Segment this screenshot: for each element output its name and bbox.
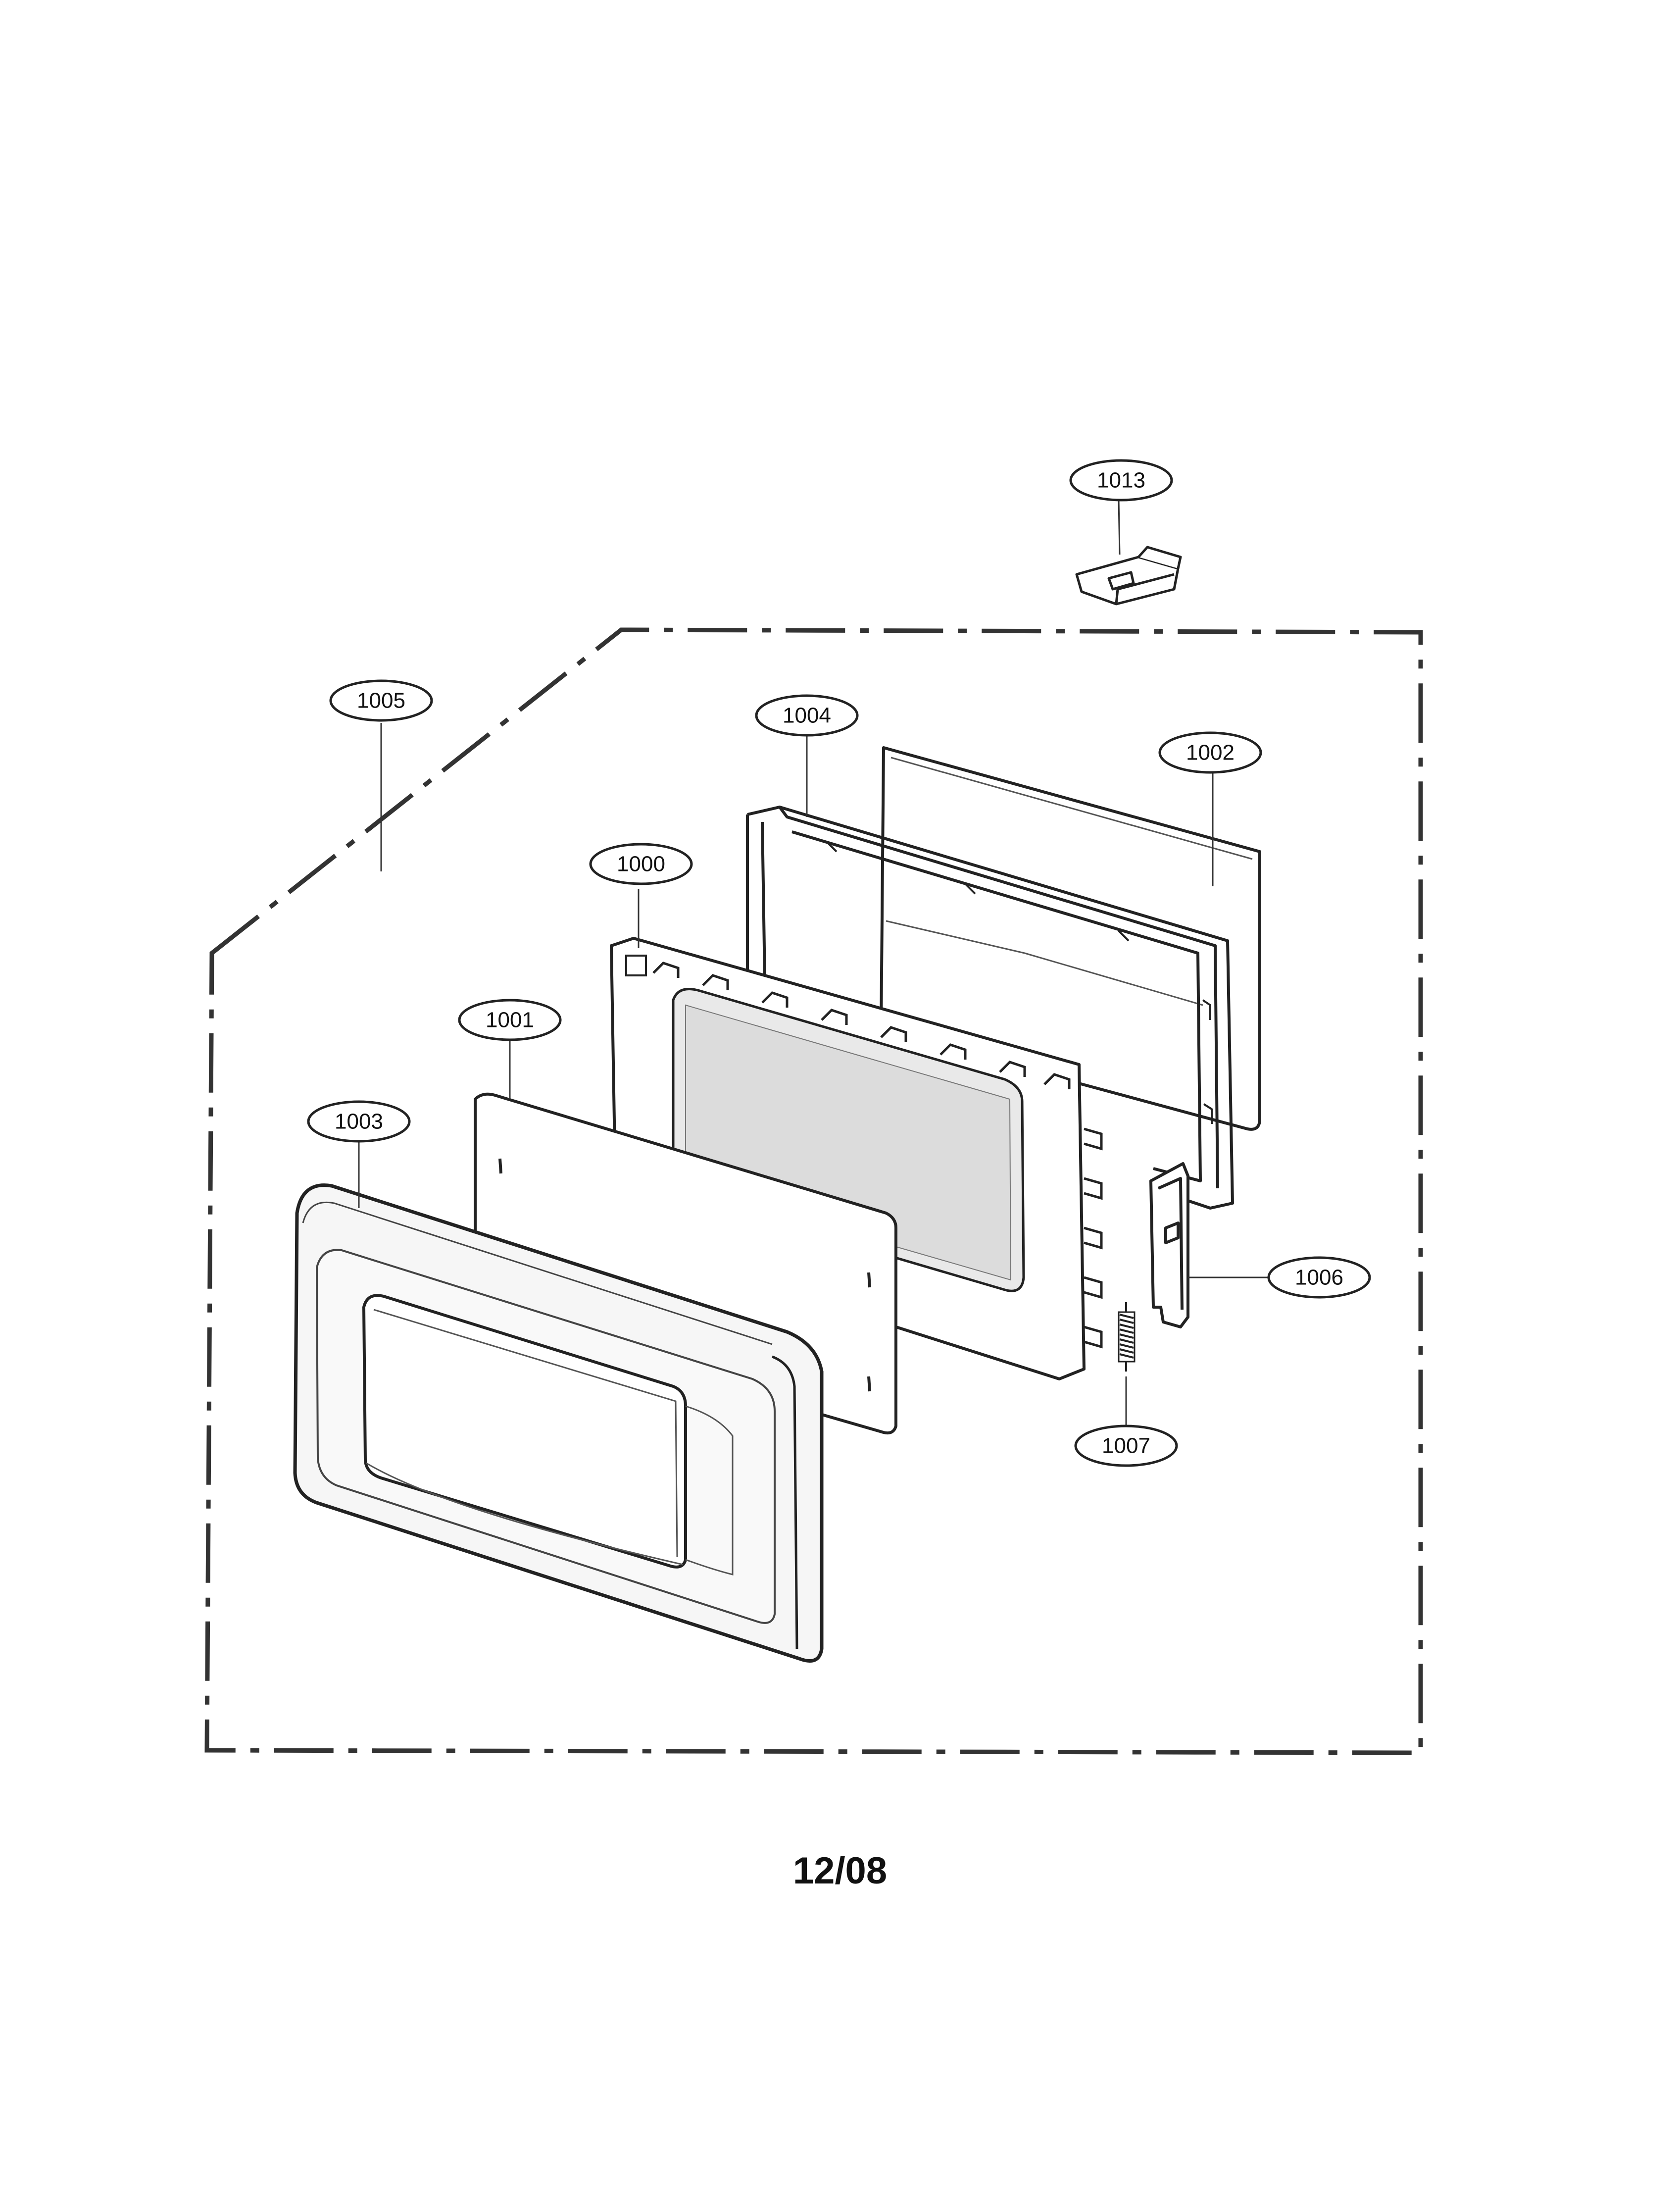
svg-text:1000: 1000 bbox=[617, 852, 665, 876]
svg-text:1004: 1004 bbox=[783, 704, 831, 728]
callout-1013: 1013 bbox=[1069, 459, 1173, 502]
svg-text:1001: 1001 bbox=[486, 1008, 534, 1032]
leader-lines bbox=[358, 500, 1214, 1426]
part-1004-choke-frame bbox=[746, 806, 1234, 1210]
part-1003-door-trim bbox=[293, 1183, 824, 1663]
callout-1000: 1000 bbox=[589, 843, 693, 885]
assembly-boundary bbox=[204, 627, 1423, 1755]
callout-1003: 1003 bbox=[307, 1100, 411, 1143]
svg-text:1002: 1002 bbox=[1186, 741, 1235, 765]
callout-1006: 1006 bbox=[1267, 1256, 1371, 1299]
svg-text:1005: 1005 bbox=[357, 689, 405, 713]
part-1013-latch bbox=[1075, 546, 1182, 606]
svg-text:1013: 1013 bbox=[1097, 468, 1145, 493]
svg-text:1007: 1007 bbox=[1102, 1434, 1150, 1458]
callout-1005: 1005 bbox=[329, 679, 433, 722]
callout-1002: 1002 bbox=[1158, 731, 1262, 774]
footer-date: 12/08 bbox=[792, 1850, 888, 1892]
svg-text:1003: 1003 bbox=[335, 1110, 383, 1134]
part-1007-spring bbox=[1118, 1302, 1136, 1372]
callout-1001: 1001 bbox=[458, 999, 562, 1041]
svg-text:1006: 1006 bbox=[1295, 1266, 1343, 1290]
callout-1007: 1007 bbox=[1074, 1424, 1178, 1467]
part-1006-latch-lever bbox=[1149, 1162, 1189, 1328]
callout-1004: 1004 bbox=[755, 694, 859, 737]
